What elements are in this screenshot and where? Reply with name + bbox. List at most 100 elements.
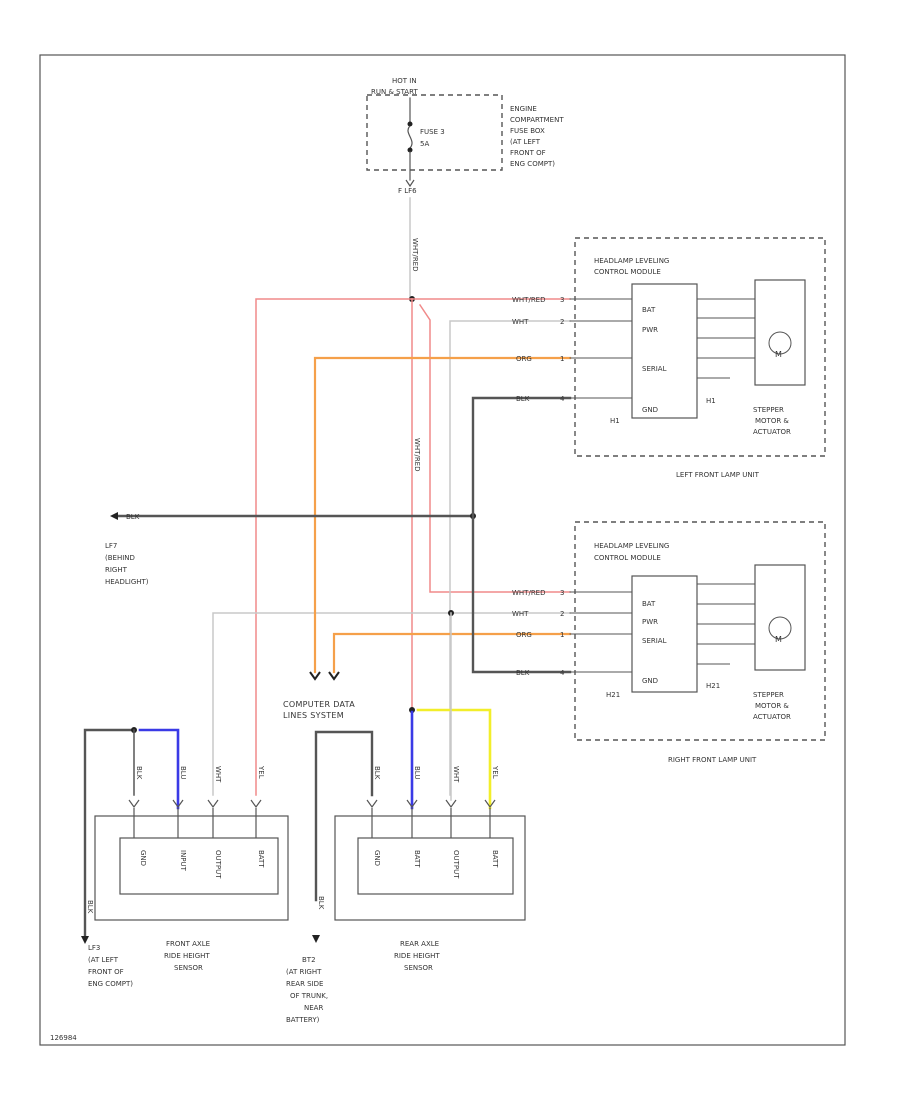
left-motor-label-1: STEPPER — [753, 406, 784, 414]
rear-sensor-body — [334, 815, 526, 921]
rear-pin-2: BATT — [413, 850, 421, 868]
rear-ground-wire: BLK — [317, 896, 325, 910]
fuse-label-2: 5A — [420, 140, 429, 148]
left-motor-symbol: M — [775, 350, 782, 359]
rear-sensor-label-2: RIDE HEIGHT — [394, 952, 440, 960]
fuse-terminal-top — [407, 121, 413, 127]
rear-sensor-label-1: REAR AXLE — [400, 940, 439, 948]
front-pin-2: INPUT — [179, 850, 187, 872]
ground-lf7-label-2: (BEHIND — [105, 554, 135, 562]
fuse-icon — [407, 125, 413, 149]
right-pin-serial: SERIAL — [642, 637, 667, 645]
wire-org-right-module — [332, 632, 572, 674]
wire-wht-left-module — [449, 320, 571, 796]
left-pin-pwr: PWR — [642, 326, 658, 334]
rear-ground-label-1: BT2 — [302, 956, 316, 964]
fuse-wire-color: WHT/RED — [411, 238, 419, 272]
right-pin-bat: BAT — [642, 600, 656, 608]
front-pin-3: OUTPUT — [214, 850, 222, 879]
ground-lf7-label-4: HEADLIGHT) — [105, 578, 149, 586]
right-pin-pwr: PWR — [642, 618, 658, 626]
right-motor-label-3: ACTUATOR — [753, 713, 791, 721]
wire-blu-front — [138, 728, 180, 810]
footer-code: 126984 — [50, 1034, 77, 1042]
front-pin-1: GND — [139, 850, 147, 866]
ground-lf7-label-3: RIGHT — [105, 566, 128, 574]
fuse-location-4: (AT LEFT — [510, 138, 541, 146]
front-ground-label-4: ENG COMPT) — [88, 980, 133, 988]
rear-ground-label-4: OF TRUNK, — [290, 992, 328, 1000]
rear-ground-label-6: BATTERY) — [286, 1016, 320, 1024]
left-motor-circle — [768, 331, 792, 355]
fuse-location-3: FUSE BOX — [510, 127, 545, 135]
wire-blk-modules — [471, 396, 572, 674]
rear-wire-4: YEL — [491, 765, 499, 779]
front-wire-1: BLK — [135, 766, 143, 780]
ground-lf7-label-1: LF7 — [105, 542, 117, 550]
data-line-arrow-2 — [328, 671, 340, 681]
right-pin-no-4: 4 — [560, 669, 565, 677]
right-stepper-motor-box — [754, 564, 806, 671]
right-conn-id-a: H21 — [606, 691, 620, 699]
right-module-title-2: CONTROL MODULE — [594, 554, 661, 562]
front-sensor-label-1: FRONT AXLE — [166, 940, 210, 948]
left-pin-no-1: 3 — [560, 296, 564, 304]
front-sensor-label-3: SENSOR — [174, 964, 203, 972]
front-ground-wire: BLK — [86, 900, 94, 914]
vertical-wire-color: WHT/RED — [413, 438, 421, 472]
front-wire-4: YEL — [257, 765, 265, 779]
left-pin-serial: SERIAL — [642, 365, 667, 373]
front-pin-4: BATT — [257, 850, 265, 868]
left-module-body — [631, 283, 698, 419]
left-conn-id-b: H1 — [706, 397, 716, 405]
fuse-label-1: FUSE 3 — [420, 128, 445, 136]
wire-blk-front-ground — [83, 728, 136, 940]
rear-ground-label-3: REAR SIDE — [286, 980, 324, 988]
left-wire-wht-red: WHT/RED — [512, 296, 546, 304]
data-lines-label-1: COMPUTER DATA — [283, 700, 355, 709]
left-conn-id-a: H1 — [610, 417, 620, 425]
rear-pin-1: GND — [373, 850, 381, 866]
right-wire-wht: WHT — [512, 610, 529, 618]
front-ground-label-3: FRONT OF — [88, 968, 124, 976]
front-ground-arrow — [81, 936, 89, 944]
rear-pin-3: OUTPUT — [452, 850, 460, 879]
left-stepper-motor-box — [754, 279, 806, 386]
right-motor-label-2: MOTOR & — [755, 702, 789, 710]
front-sensor-body — [94, 815, 289, 921]
rear-ground-label-5: NEAR — [304, 1004, 323, 1012]
ground-arrow-lf7 — [110, 512, 118, 520]
rear-sensor-pins — [366, 799, 496, 838]
fuse-terminal-bottom — [407, 147, 413, 153]
rear-wire-2: BLU — [413, 766, 421, 779]
front-sensor-inner — [119, 837, 279, 895]
data-line-arrow-1 — [309, 671, 321, 681]
fuse-location-6: ENG COMPT) — [510, 160, 555, 168]
rear-ground-arrow — [312, 935, 320, 943]
right-motor-leads — [697, 583, 755, 665]
right-wire-org: ORG — [516, 631, 532, 639]
left-wire-blk: BLK — [516, 395, 530, 403]
rear-wire-3: WHT — [452, 766, 460, 783]
left-pin-bat: BAT — [642, 306, 656, 314]
right-wire-wht-red: WHT/RED — [512, 589, 546, 597]
wire-wht-red-right-module — [418, 303, 571, 593]
right-module-body — [631, 575, 698, 693]
fuse-location-2: COMPARTMENT — [510, 116, 564, 124]
wire-blk-rear-ground — [314, 730, 374, 902]
wire-wht-red-left — [255, 298, 413, 796]
left-unit-label: LEFT FRONT LAMP UNIT — [676, 471, 760, 479]
rear-pin-4: BATT — [491, 850, 499, 868]
rear-wire-1: BLK — [373, 766, 381, 780]
front-sensor-label-2: RIDE HEIGHT — [164, 952, 210, 960]
left-pin-no-2: 2 — [560, 318, 564, 326]
front-wire-3: WHT — [214, 766, 222, 783]
right-pin-no-3: 1 — [560, 631, 564, 639]
right-wire-blk: BLK — [516, 669, 530, 677]
left-motor-leads — [697, 298, 755, 379]
left-pin-gnd: GND — [642, 406, 658, 414]
fuse-connector-icon — [405, 179, 415, 188]
data-lines-label-2: LINES SYSTEM — [283, 711, 344, 720]
